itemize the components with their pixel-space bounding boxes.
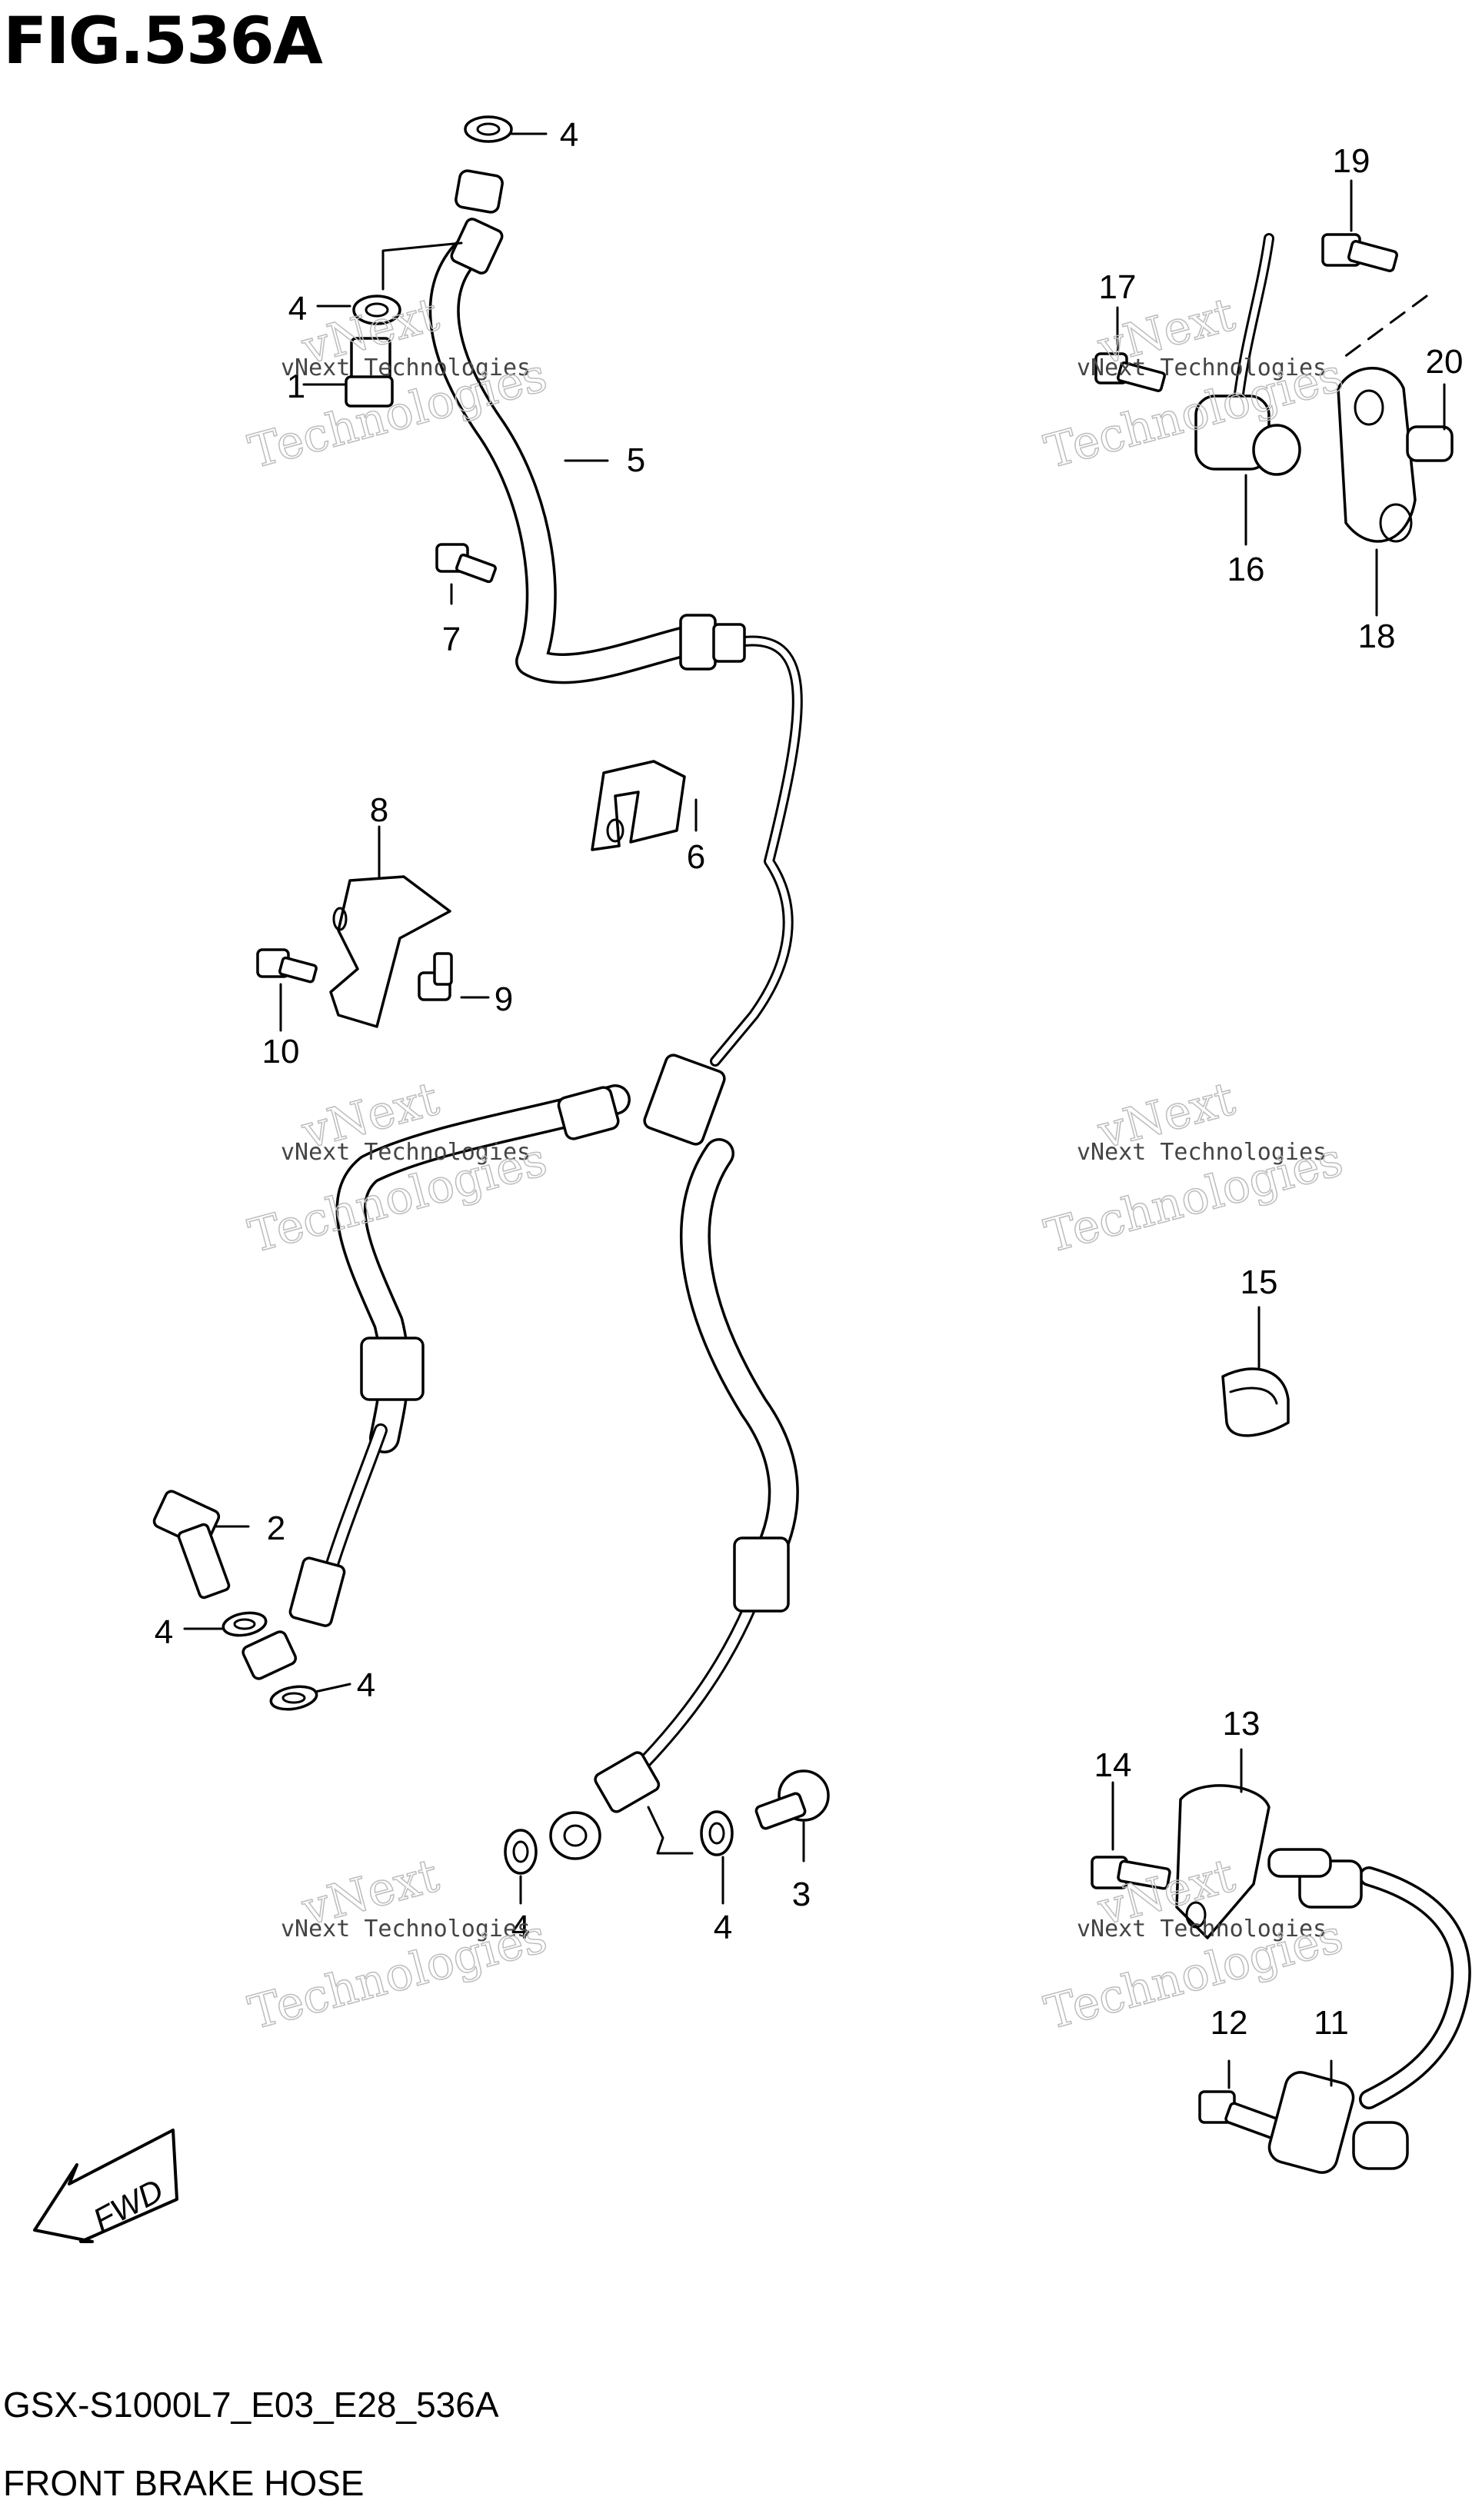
callout-18[interactable]: 18 bbox=[1358, 618, 1396, 655]
callout-19[interactable]: 19 bbox=[1333, 142, 1370, 180]
svg-text:vNext Technologies: vNext Technologies bbox=[1077, 1139, 1327, 1166]
bolt-14[interactable] bbox=[1091, 1856, 1171, 1890]
callout-15[interactable]: 15 bbox=[1241, 1263, 1278, 1301]
sensor-bracket-13[interactable] bbox=[1175, 1784, 1332, 1939]
callout-3[interactable]: 3 bbox=[792, 1876, 811, 1913]
bolt-12[interactable] bbox=[1198, 2090, 1283, 2140]
pin-20[interactable] bbox=[1406, 425, 1454, 462]
diagram-caption: FRONT BRAKE HOSE bbox=[3, 2463, 365, 2503]
svg-text:vNext Technologies: vNext Technologies bbox=[281, 355, 531, 381]
bolt-10[interactable] bbox=[256, 948, 318, 984]
bolt-17[interactable] bbox=[1094, 352, 1166, 392]
hose-bracket-8[interactable] bbox=[329, 875, 451, 1028]
callout-7[interactable]: 7 bbox=[442, 621, 461, 658]
right-brake-hose[interactable] bbox=[549, 1138, 799, 1860]
watermark-4: vNext Technologies vNext Technologies bbox=[1039, 1071, 1349, 1264]
callout-numbers: 1 2 3 4 4 4 4 4 4 5 6 7 8 9 10 11 12 13 … bbox=[155, 116, 1464, 2042]
diagram-code: GSX-S1000L7_E03_E28_536A bbox=[3, 2385, 499, 2425]
callout-11[interactable]: 11 bbox=[1314, 2004, 1349, 2042]
svg-text:vNext Technologies: vNext Technologies bbox=[1077, 355, 1327, 381]
callout-16[interactable]: 16 bbox=[1227, 551, 1265, 588]
callout-2[interactable]: 2 bbox=[267, 1510, 285, 1547]
callout-13[interactable]: 13 bbox=[1223, 1705, 1261, 1743]
callout-8[interactable]: 8 bbox=[370, 791, 388, 829]
callout-4-left-lower[interactable]: 4 bbox=[357, 1666, 375, 1704]
svg-text:vNext Technologies: vNext Technologies bbox=[1077, 1916, 1327, 1942]
bolt-9[interactable] bbox=[418, 952, 453, 1001]
watermark-5: vNext Technologies vNext Technologies bbox=[243, 1848, 553, 2041]
left-brake-hose[interactable] bbox=[241, 1053, 727, 1680]
callout-10[interactable]: 10 bbox=[262, 1033, 300, 1070]
sensor-plate-18[interactable] bbox=[1337, 367, 1417, 543]
union-bolt-3[interactable] bbox=[754, 1769, 830, 1830]
callout-4-bottom-right[interactable]: 4 bbox=[714, 1909, 732, 1946]
wheel-speed-sensor-11[interactable] bbox=[1266, 1859, 1471, 2176]
svg-text:vNext Technologies: vNext Technologies bbox=[281, 1916, 531, 1942]
callout-4-top[interactable]: 4 bbox=[560, 116, 578, 154]
callout-9[interactable]: 9 bbox=[495, 980, 513, 1018]
bolt-7[interactable] bbox=[435, 543, 497, 584]
leader-lines bbox=[183, 132, 1446, 2089]
callout-5[interactable]: 5 bbox=[627, 441, 645, 479]
callout-1[interactable]: 1 bbox=[287, 368, 305, 405]
forward-arrow: FWD bbox=[33, 2129, 178, 2243]
sealing-washers[interactable] bbox=[221, 115, 734, 1875]
upper-brake-hose[interactable] bbox=[428, 169, 803, 1067]
callout-20[interactable]: 20 bbox=[1426, 343, 1464, 381]
callout-4-upper[interactable]: 4 bbox=[288, 290, 307, 328]
callout-4-left[interactable]: 4 bbox=[155, 1613, 173, 1651]
watermark-2: vNext Technologies vNext Technologies bbox=[1039, 287, 1349, 480]
wheel-speed-sensor-16[interactable] bbox=[1194, 233, 1301, 476]
svg-text:vNext Technologies: vNext Technologies bbox=[281, 1139, 531, 1166]
callout-17[interactable]: 17 bbox=[1099, 268, 1137, 306]
hose-clamp-6[interactable] bbox=[591, 760, 686, 851]
callout-4-bottom-left[interactable]: 4 bbox=[511, 1909, 530, 1946]
union-bolt-1[interactable] bbox=[345, 337, 394, 408]
figure-title: FIG.536A bbox=[3, 3, 323, 78]
bolt-19[interactable] bbox=[1321, 233, 1398, 272]
callout-12[interactable]: 12 bbox=[1211, 2004, 1248, 2042]
union-bolt-2[interactable] bbox=[152, 1490, 231, 1600]
callout-6[interactable]: 6 bbox=[687, 838, 705, 876]
callout-14[interactable]: 14 bbox=[1094, 1746, 1132, 1784]
clamp-15[interactable] bbox=[1221, 1367, 1290, 1437]
